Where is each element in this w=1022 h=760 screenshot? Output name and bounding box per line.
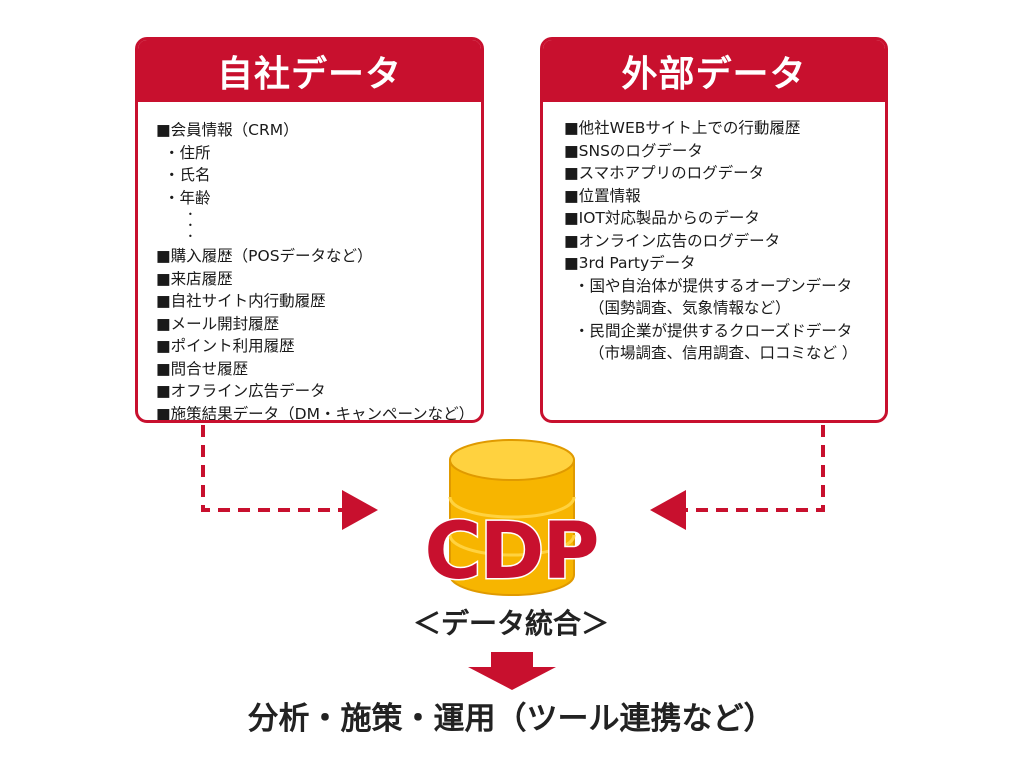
list-subitem: （市場調査、信用調査、口コミなど ） [589,344,858,362]
list-subitem: ・国や自治体が提供するオープンデータ [574,276,853,295]
down-arrow-icon [468,652,556,690]
internal-data-panel: 自社データ ■会員情報（CRM） ・住所・氏名・年齢 ••• ■購入履歴（POSデータ… [135,37,484,423]
list-item: ■3rd Partyデータ [564,254,696,272]
list-subitem: ・住所 [164,143,211,162]
internal-data-title: 自社データ [138,40,481,102]
analysis-operation-label: 分析・施策・運用（ツール連携など） [247,701,775,737]
list-item: ■メール開封履歴 [156,314,280,333]
list-item: ■購入履歴（POSデータなど） [156,247,373,265]
external-to-cdp-arrow [650,425,825,530]
list-item: ■自社サイト内行動履歴 [156,292,326,310]
list-subitem: ・年齢 [164,188,211,207]
list-item: ■来店履歴 [156,269,233,288]
external-data-title: 外部データ [543,40,885,102]
list-subitem: ・氏名 [164,166,211,184]
list-item: ■オフライン広告データ [156,382,326,400]
database-icon [448,439,576,596]
list-item: ■問合せ履歴 [156,359,249,378]
list-subitem: ・民間企業が提供するクローズドデータ [574,321,853,340]
internal-to-cdp-arrow [201,425,378,530]
list-item: ■スマホアプリのログデータ [564,164,765,182]
list-item: ■オンライン広告のログデータ [564,231,781,250]
list-subitem: （国勢調査、気象情報など） [589,299,791,317]
list-item: ■IOT対応製品からのデータ [564,209,760,227]
internal-data-list: ■会員情報（CRM） ・住所・氏名・年齢 ••• ■購入履歴（POSデータなど） ■来店… [138,102,481,423]
data-integration-label: ＜データ統合＞ [412,607,609,640]
list-item: ■他社WEBサイト上での行動履歴 [564,119,801,137]
list-item: ■SNSのログデータ [564,141,703,160]
cdp-label: CDP [423,507,601,598]
list-item: ■ポイント利用履歴 [156,337,295,355]
external-data-panel: 外部データ ■他社WEBサイト上での行動履歴 ■SNSのログデータ ■スマホアプリの… [540,37,888,423]
list-item: ■会員情報（CRM） [156,121,299,139]
ellipsis-marker: ••• [188,210,193,241]
external-data-list: ■他社WEBサイト上での行動履歴 ■SNSのログデータ ■スマホアプリのログデータ ■… [543,102,885,365]
list-item: ■位置情報 [564,186,641,205]
list-item: ■施策結果データ（DM・キャンペーンなど） [156,404,475,423]
